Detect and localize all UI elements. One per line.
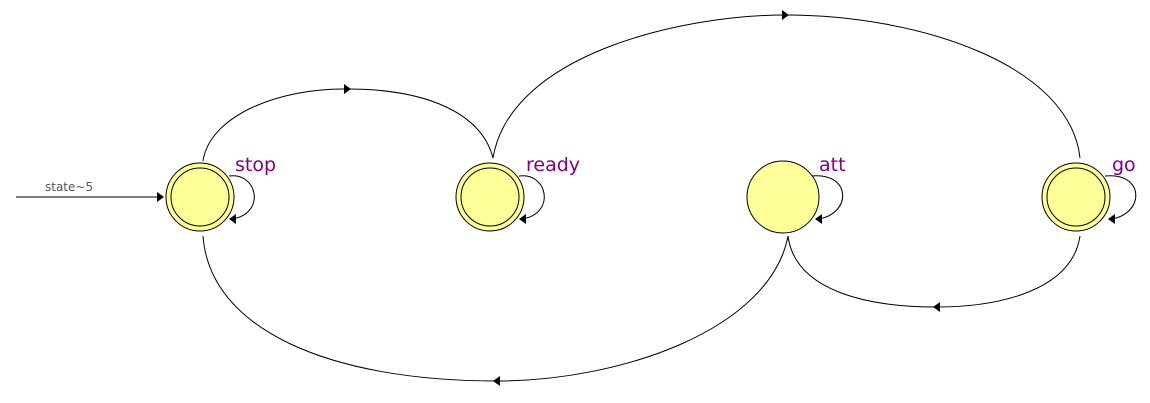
transition-ready-to-go[interactable] [492,10,1081,159]
transition-go-to-att[interactable] [787,235,1081,312]
self-loop-go[interactable] [1104,175,1137,224]
self-loop-ready[interactable] [518,175,545,224]
state-stop[interactable] [165,162,235,232]
initial-transition-label: state~5 [45,180,93,194]
state-label-att: att [819,154,846,176]
state-att[interactable] [746,160,820,234]
state-go[interactable] [1041,162,1111,232]
state-ready[interactable] [455,162,525,232]
self-loop-att[interactable] [810,175,844,224]
state-label-ready: ready [526,154,580,176]
transition-stop-to-ready[interactable] [202,84,494,162]
initial-transition[interactable] [16,192,164,202]
transition-att-to-stop[interactable] [202,235,789,386]
state-label-go: go [1112,154,1136,176]
self-loop-stop[interactable] [228,175,255,224]
state-label-stop: stop [235,154,276,176]
